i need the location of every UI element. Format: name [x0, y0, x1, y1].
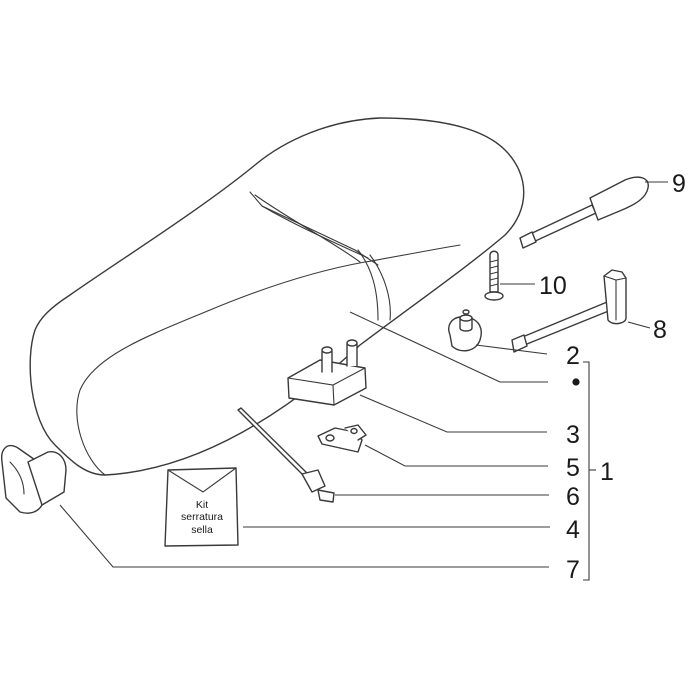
callout-8: 8: [653, 316, 667, 344]
leader-lines: [59, 181, 668, 581]
rubber-buffer-drawing: [448, 309, 482, 352]
leader-line-2: [475, 344, 548, 355]
group-bracket: [583, 361, 590, 581]
hinge-plate-drawing: [317, 424, 367, 453]
kit-bag-drawing: [164, 467, 239, 547]
callout-4: 4: [566, 516, 580, 544]
leader-line-dot: [349, 311, 548, 383]
callout-7: 7: [566, 556, 580, 584]
leader-line-5: [364, 444, 548, 467]
leader-line-8: [627, 321, 651, 329]
rubber-pad-drawing: [287, 339, 367, 406]
cable-tie-drawing: [237, 407, 335, 503]
kit-label-line3: sella: [191, 524, 213, 536]
callout-10: 10: [539, 272, 567, 300]
callout-3: 3: [566, 421, 580, 449]
callout-2: 2: [566, 342, 580, 370]
lock-cylinder-drawing: [1, 444, 67, 514]
seat-drawing: [29, 117, 525, 476]
callout-5: 5: [566, 454, 580, 482]
kit-label-line1: Kit: [196, 499, 208, 511]
callout-6: 6: [566, 483, 580, 511]
callout-9: 9: [672, 170, 686, 198]
screw-drawing: [484, 250, 504, 301]
spanner-drawing: [511, 269, 627, 353]
kit-label-line2: serratura: [181, 511, 223, 523]
reference-dot: [572, 378, 580, 386]
callout-1: 1: [600, 458, 614, 486]
leader-line-7: [59, 504, 549, 568]
leader-line-3: [359, 394, 547, 433]
screwdriver-drawing: [519, 176, 649, 249]
